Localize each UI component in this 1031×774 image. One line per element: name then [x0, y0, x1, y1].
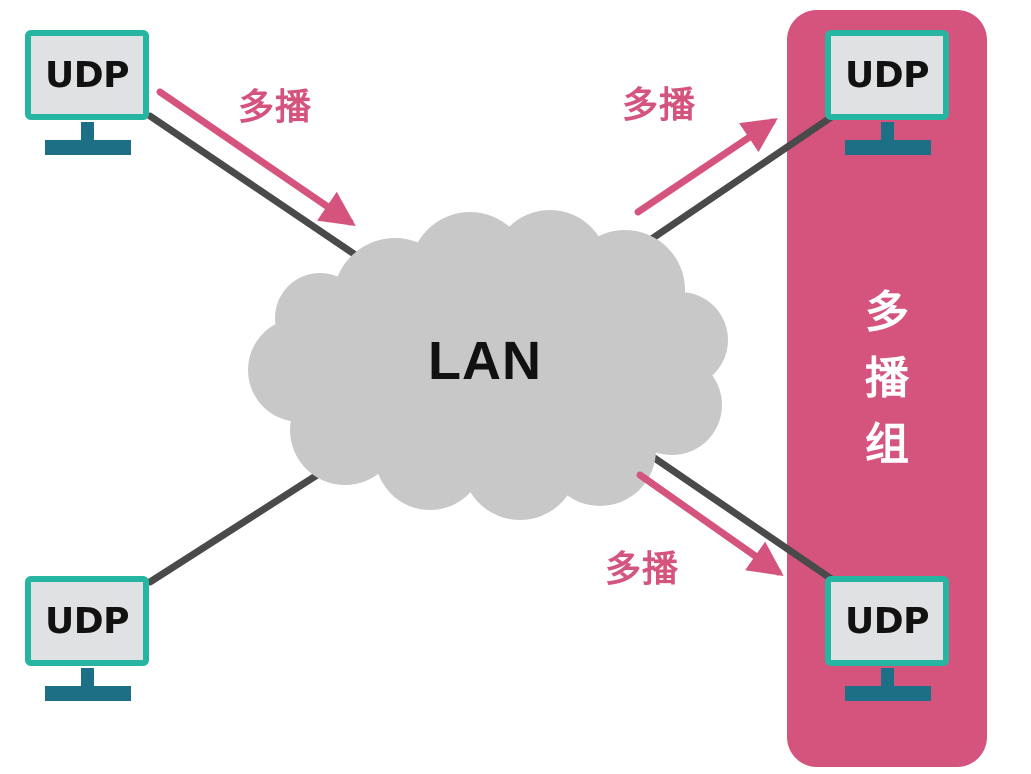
udp-node-label: UDP	[45, 600, 130, 642]
udp-node-top-left: UDP	[25, 30, 149, 160]
monitor-stand	[81, 668, 94, 686]
monitor-icon: UDP	[25, 30, 149, 120]
monitor-base	[45, 686, 131, 701]
monitor-base	[45, 140, 131, 155]
multicast-label-top-right: 多播	[622, 85, 697, 126]
udp-node-bottom-left: UDP	[25, 576, 149, 706]
group-char-2: 播	[865, 353, 909, 404]
monitor-icon: UDP	[825, 576, 949, 666]
udp-node-bottom-right: UDP	[825, 576, 949, 706]
link-top-left	[146, 112, 364, 262]
multicast-group-label: 多 播 组	[787, 280, 987, 478]
link-bottom-left	[146, 466, 329, 586]
arrow-bottom-right-icon	[636, 471, 784, 577]
monitor-base	[845, 140, 931, 155]
group-char-3: 组	[865, 419, 909, 470]
link-top-right	[646, 112, 837, 244]
multicast-label-top-left: 多播	[238, 87, 313, 128]
monitor-stand	[81, 122, 94, 140]
group-char-1: 多	[865, 287, 909, 338]
arrow-top-right-icon	[634, 118, 778, 216]
lan-cloud-icon	[248, 210, 728, 520]
monitor-stand	[881, 122, 894, 140]
arrow-top-left-icon	[156, 88, 356, 226]
udp-node-top-right: UDP	[825, 30, 949, 160]
monitor-icon: UDP	[25, 576, 149, 666]
udp-node-label: UDP	[45, 54, 130, 96]
link-bottom-right	[646, 451, 837, 584]
udp-node-label: UDP	[845, 600, 930, 642]
monitor-base	[845, 686, 931, 701]
monitor-icon: UDP	[825, 30, 949, 120]
monitor-stand	[881, 668, 894, 686]
udp-node-label: UDP	[845, 54, 930, 96]
lan-label: LAN	[428, 331, 542, 391]
multicast-label-bottom-right: 多播	[605, 549, 680, 590]
